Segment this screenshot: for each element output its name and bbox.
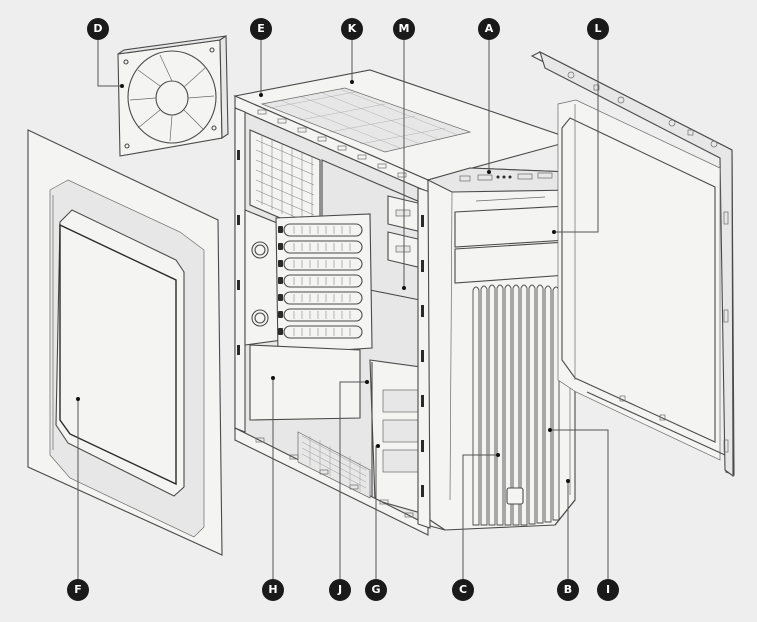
callout-e[interactable]: E (250, 18, 272, 40)
callout-b[interactable]: B (557, 579, 579, 601)
ssd-mounts (387, 195, 423, 269)
front-logo-badge (506, 487, 524, 505)
callout-a[interactable]: A (478, 18, 500, 40)
callout-i[interactable]: I (597, 579, 619, 601)
front-io-ports (459, 172, 553, 182)
front-panel (426, 167, 576, 531)
callout-d[interactable]: D (87, 18, 109, 40)
top-dust-filter (260, 87, 472, 153)
callout-l[interactable]: L (587, 18, 609, 40)
expansion-slots (275, 213, 373, 355)
callout-c[interactable]: C (452, 579, 474, 601)
leader-lines (76, 40, 609, 579)
callout-j[interactable]: J (329, 579, 351, 601)
front-mesh-fins (472, 284, 560, 526)
callout-k[interactable]: K (341, 18, 363, 40)
callout-h[interactable]: H (262, 579, 284, 601)
callout-g[interactable]: G (365, 579, 387, 601)
callout-m[interactable]: M (393, 18, 415, 40)
left-side-panel (27, 129, 223, 556)
hdd-cage (369, 359, 429, 516)
callout-f[interactable]: F (67, 579, 89, 601)
psu-shroud (249, 344, 361, 421)
chassis (233, 69, 577, 536)
cooling-fan (117, 34, 229, 157)
